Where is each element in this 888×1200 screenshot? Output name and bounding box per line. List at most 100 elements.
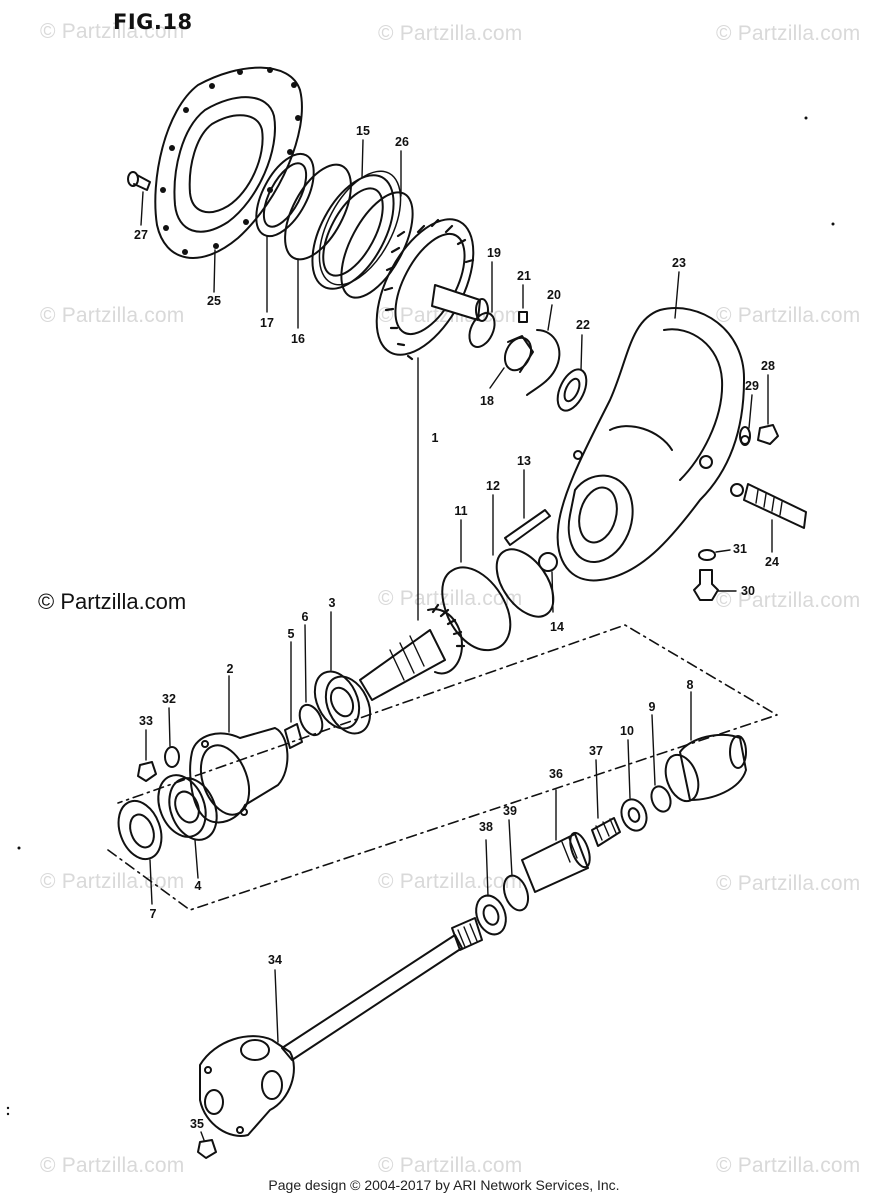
- watermark-top-right: © Partzilla.com: [716, 22, 861, 45]
- label-part-17: 17: [260, 316, 274, 330]
- part-16-thin-ring: [284, 163, 352, 261]
- watermark-mid-right: © Partzilla.com: [716, 304, 861, 327]
- part-17-seal-ring: [255, 152, 315, 238]
- label-part-23: 23: [672, 256, 686, 270]
- label-part-35: 35: [190, 1117, 204, 1131]
- label-part-25: 25: [207, 294, 221, 308]
- page-footer: Page design © 2004-2017 by ARI Network S…: [268, 1177, 620, 1193]
- label-part-21: 21: [517, 269, 531, 283]
- watermark-low-center: © Partzilla.com: [378, 870, 523, 893]
- leader-9: [651, 714, 656, 786]
- label-part-34: 34: [268, 953, 282, 967]
- part-21-pin: [518, 311, 528, 323]
- label-part-24: 24: [765, 555, 779, 569]
- label-part-33: 33: [139, 714, 153, 728]
- leader-29: [748, 394, 753, 429]
- leader-20: [547, 304, 553, 331]
- part-35-bolt: [197, 1139, 217, 1159]
- watermark-bottom-right: © Partzilla.com: [716, 1154, 861, 1177]
- label-part-20: 20: [547, 288, 561, 302]
- label-part-3: 3: [328, 596, 336, 610]
- part-27-bolt: [127, 171, 151, 191]
- part-28-bolt: [757, 424, 779, 445]
- label-part-26: 26: [395, 135, 409, 149]
- label-part-27: 27: [134, 228, 148, 242]
- watermark-bottom-center: © Partzilla.com: [378, 1154, 523, 1177]
- part-34-propeller-shaft: [199, 917, 483, 1137]
- part-3-bearing: [313, 670, 372, 735]
- label-part-7: 7: [149, 907, 157, 921]
- label-part-11: 11: [454, 504, 468, 518]
- label-part-14: 14: [550, 620, 564, 634]
- label-part-8: 8: [686, 678, 694, 692]
- ring-gear: [375, 218, 489, 361]
- figure-title: FIG.18: [113, 10, 193, 34]
- leader-22: [580, 334, 583, 371]
- label-part-29: 29: [745, 379, 759, 393]
- leader-32: [168, 707, 171, 747]
- watermark-low-left: © Partzilla.com: [40, 870, 185, 893]
- label-part-19: 19: [487, 246, 501, 260]
- watermark-mid-left: © Partzilla.com: [40, 304, 185, 327]
- part-23-gear-case: [556, 307, 750, 582]
- pinion-shaft: [359, 603, 466, 701]
- watermark-mid-center: © Partzilla.com: [378, 304, 523, 327]
- label-part-15: 15: [356, 124, 370, 138]
- label-part-38: 38: [479, 820, 493, 834]
- leader-23: [674, 271, 680, 319]
- part-38-seal: [475, 894, 507, 936]
- leader-25: [213, 249, 216, 293]
- part-5-spacer: [284, 723, 303, 749]
- part-39-circlip: [502, 874, 530, 912]
- leader-37: [595, 759, 599, 819]
- part-37-spring: [591, 817, 621, 847]
- part-18-small-bearing: [503, 335, 534, 373]
- part-7-oil-seal: [117, 799, 163, 861]
- leader-4: [194, 839, 199, 879]
- watermark-center: © Partzilla.com: [378, 587, 523, 610]
- part-11-gasket: [441, 566, 512, 652]
- label-part-22: 22: [576, 318, 590, 332]
- part-31-washer: [698, 549, 716, 561]
- part-6-washer: [298, 703, 324, 737]
- leader-27: [140, 191, 144, 226]
- leader-39: [508, 819, 513, 877]
- label-part-32: 32: [162, 692, 176, 706]
- label-part-30: 30: [741, 584, 755, 598]
- label-part-39: 39: [503, 804, 517, 818]
- label-part-9: 9: [648, 700, 656, 714]
- copyright-notice: © Partzilla.com: [38, 589, 187, 614]
- label-part-12: 12: [486, 479, 500, 493]
- leader-38: [485, 839, 489, 897]
- leader-14: [551, 571, 554, 613]
- leader-15: [361, 139, 364, 179]
- leader-6: [304, 624, 307, 703]
- label-part-4: 4: [194, 879, 202, 893]
- part-24-stud: [743, 483, 807, 529]
- label-part-36: 36: [549, 767, 563, 781]
- part-36-sleeve: [521, 831, 591, 893]
- watermark-top-center: © Partzilla.com: [378, 22, 523, 45]
- part-14-nut: [538, 552, 558, 572]
- part-22-oil-seal: [556, 368, 588, 412]
- label-part-18: 18: [480, 394, 494, 408]
- label-part-13: 13: [517, 454, 531, 468]
- leader-31: [715, 549, 731, 553]
- watermark-top-left: © Partzilla.com: [40, 20, 185, 43]
- label-part-31: 31: [733, 542, 747, 556]
- label-part-16: 16: [291, 332, 305, 346]
- part-25-flange-plate: [154, 66, 303, 259]
- part-10-nut: [620, 798, 648, 832]
- part-20-circlip: [526, 329, 561, 396]
- leader-35: [200, 1131, 205, 1141]
- part-30-plug: [693, 569, 719, 601]
- part-4-bearing: [157, 774, 218, 841]
- label-part-28: 28: [761, 359, 775, 373]
- part-13-pin: [504, 509, 551, 546]
- watermark-bottom-left: © Partzilla.com: [40, 1154, 185, 1177]
- label-part-2: 2: [226, 662, 234, 676]
- leader-10: [627, 739, 631, 799]
- label-part-37: 37: [589, 744, 603, 758]
- part-26-shim: [340, 191, 414, 299]
